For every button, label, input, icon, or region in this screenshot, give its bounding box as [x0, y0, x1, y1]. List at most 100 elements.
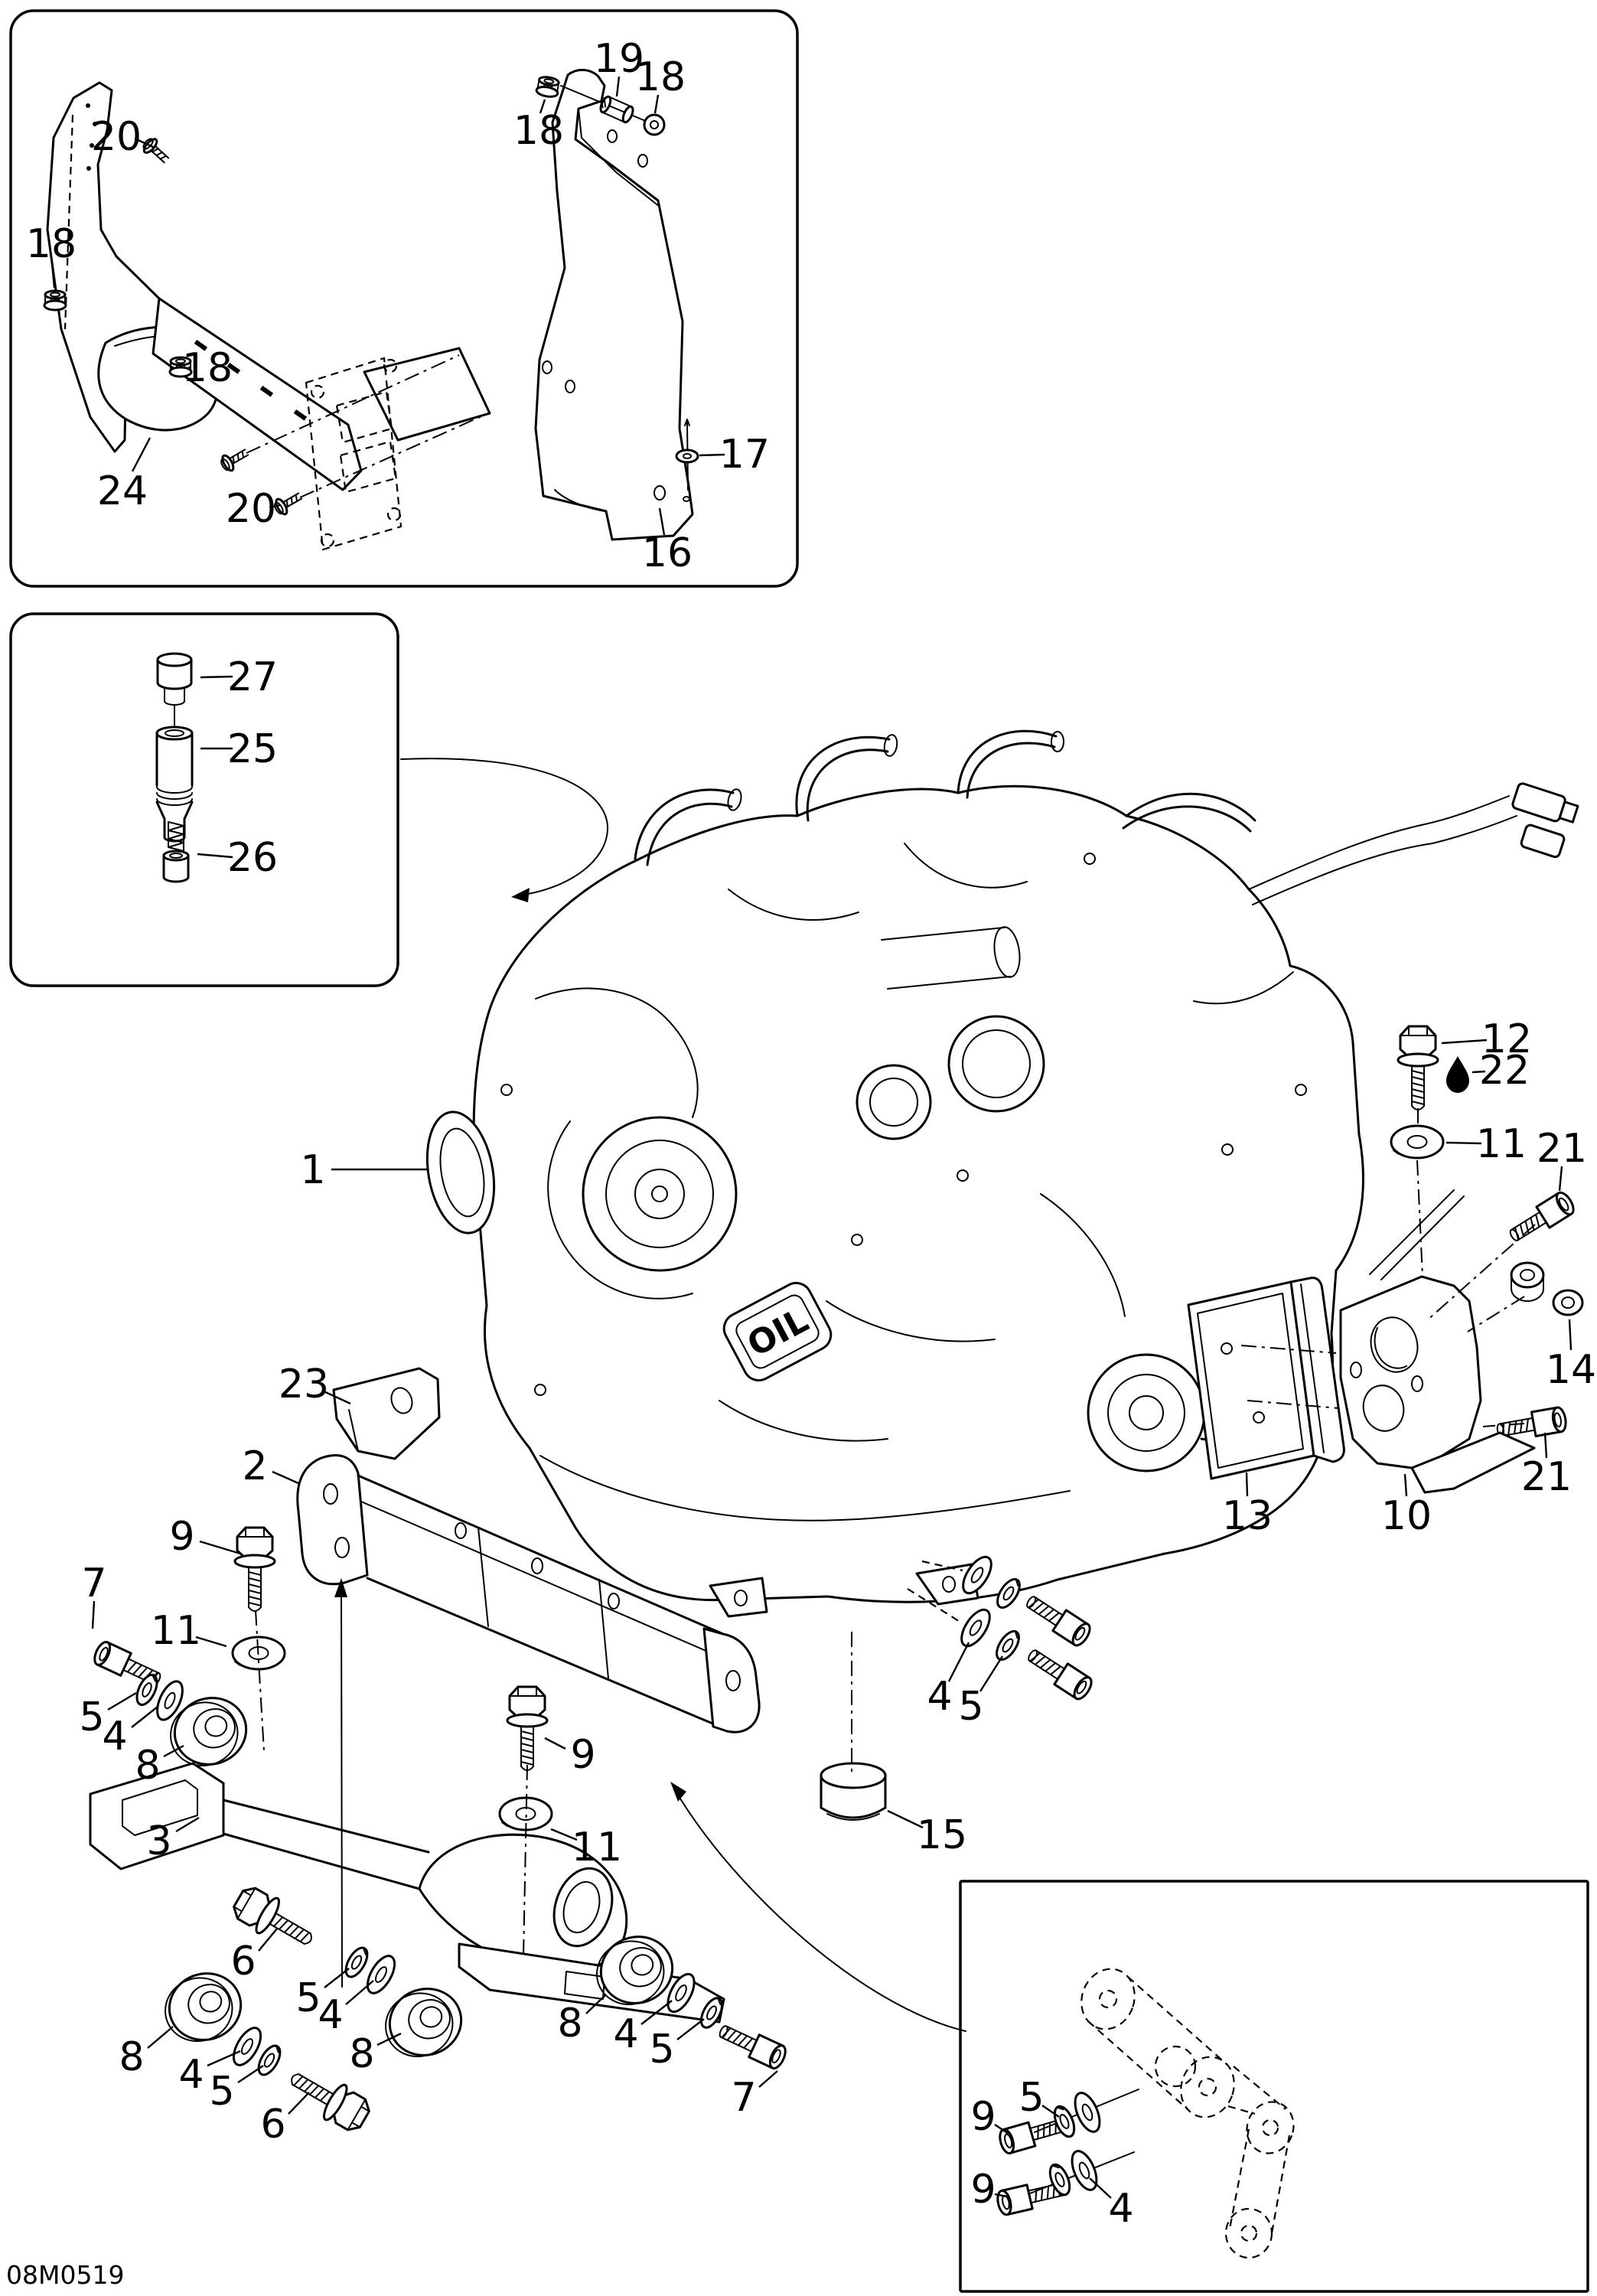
hex-bolt-9	[233, 1526, 276, 1613]
callout-8: 8	[349, 2031, 374, 2077]
callout-24: 24	[97, 468, 148, 514]
lock-washer-5	[132, 1671, 162, 1709]
leader-line-24	[131, 437, 152, 472]
leader-line-6	[258, 1928, 278, 1952]
leader-line-20	[134, 137, 154, 148]
socket-bolt-7	[714, 2017, 790, 2072]
leader-line-18	[539, 99, 546, 114]
leader-line-4	[345, 1980, 374, 2005]
callout-11: 11	[1476, 1121, 1527, 1167]
inset-support-detail	[994, 1968, 1295, 2259]
callout-12: 12	[1481, 1016, 1532, 1062]
nut-18	[534, 74, 562, 99]
leader-line-23	[321, 1389, 351, 1405]
drawing-code: 08M0519	[6, 2260, 124, 2290]
flat-washer-4	[954, 1603, 997, 1652]
leader-line-5	[107, 1691, 137, 1711]
leader-line-6	[288, 2092, 310, 2115]
callout-9: 9	[570, 1732, 595, 1778]
nut-washer-14	[1510, 1261, 1584, 1316]
callout-4: 4	[178, 2052, 204, 2098]
leader-line-9	[994, 2124, 1009, 2135]
screw-20	[217, 443, 253, 475]
socket-bolt	[1022, 1642, 1097, 1704]
sleeve-25	[155, 726, 194, 843]
hex-bolt-9	[506, 1685, 549, 1772]
cap-27	[156, 652, 193, 706]
lock-washer-5	[1045, 2161, 1075, 2199]
callout-1: 1	[300, 1147, 325, 1193]
callout-23: 23	[279, 1362, 329, 1407]
inset-damper-detail	[155, 652, 194, 883]
screw-20	[139, 134, 174, 168]
leader-line-10	[1403, 1473, 1408, 1497]
callout-4: 4	[927, 1674, 952, 1720]
assembly-arrows	[334, 758, 966, 2032]
leader-line-5	[324, 1968, 350, 1988]
leader-line-21	[1558, 1166, 1563, 1192]
callout-5: 5	[958, 1684, 983, 1730]
callout-5: 5	[649, 2027, 674, 2073]
leader-line-9	[994, 2193, 1008, 2198]
leader-line-3	[175, 1816, 200, 1833]
leader-line-4	[947, 1642, 970, 1682]
leader-line-4	[131, 1706, 158, 1728]
callout-14: 14	[1546, 1347, 1596, 1393]
callout-4: 4	[102, 1714, 127, 1760]
front-mount-bracket	[296, 1367, 761, 1733]
harness-connector	[1511, 782, 1579, 823]
bracket-10	[1339, 1189, 1536, 1494]
washer-screw-18	[643, 113, 666, 136]
inset-bracket-detail	[43, 69, 699, 551]
callout-18: 18	[26, 221, 77, 267]
leader-line-26	[197, 853, 233, 859]
callout-26: 26	[227, 835, 278, 881]
leader-line-9	[199, 1540, 241, 1555]
flat-washer-4	[1065, 2146, 1103, 2195]
bracket-16	[534, 69, 694, 541]
callout-3: 3	[146, 1818, 171, 1864]
screw-26	[162, 821, 190, 883]
right-side-hardware	[1187, 1025, 1584, 1494]
washer-11	[1390, 1124, 1445, 1159]
callout-6: 6	[260, 2102, 285, 2148]
lock-washer-5	[340, 1943, 373, 1981]
leader-line-4	[207, 2050, 241, 2067]
callout-8: 8	[557, 2001, 582, 2047]
callout-5: 5	[209, 2069, 234, 2115]
bushing-19	[599, 95, 634, 124]
callout-4: 4	[318, 1992, 343, 2038]
callout-20: 20	[226, 486, 276, 532]
callout-20: 20	[91, 114, 142, 160]
leader-line-5	[1041, 2105, 1060, 2118]
wiring-harness	[1248, 782, 1579, 905]
callout-21: 21	[1521, 1454, 1572, 1500]
leader-line-8	[585, 1994, 607, 2014]
leader-line-8	[147, 2026, 174, 2049]
callout-2: 2	[242, 1443, 267, 1489]
damper-puck-15	[820, 1762, 887, 1821]
callout-27: 27	[227, 654, 278, 700]
socket-bolt-21	[1504, 1189, 1579, 1248]
bracket-23	[332, 1367, 441, 1460]
leader-line-8	[163, 1744, 184, 1758]
engine-mount-lugs	[709, 1563, 979, 1618]
leader-line-22	[1472, 1070, 1486, 1074]
callout-18: 18	[635, 54, 686, 100]
leader-line-15	[887, 1809, 924, 1829]
leader-line-19	[615, 76, 621, 97]
callout-16: 16	[642, 530, 693, 576]
callout-5: 5	[1018, 2075, 1044, 2121]
leader-line-12	[1441, 1039, 1488, 1045]
callout-4: 4	[1108, 2186, 1133, 2232]
callout-5: 5	[295, 1975, 321, 2021]
leader-line-8	[376, 2032, 402, 2047]
callout-7: 7	[81, 1561, 106, 1606]
leader-line-9	[544, 1737, 566, 1750]
coolant-hoses	[634, 729, 1256, 866]
callout-9: 9	[970, 2094, 996, 2140]
callout-5: 5	[79, 1694, 104, 1740]
inset-box-bracket-detail	[9, 9, 799, 588]
callout-leaders	[51, 76, 1573, 2199]
